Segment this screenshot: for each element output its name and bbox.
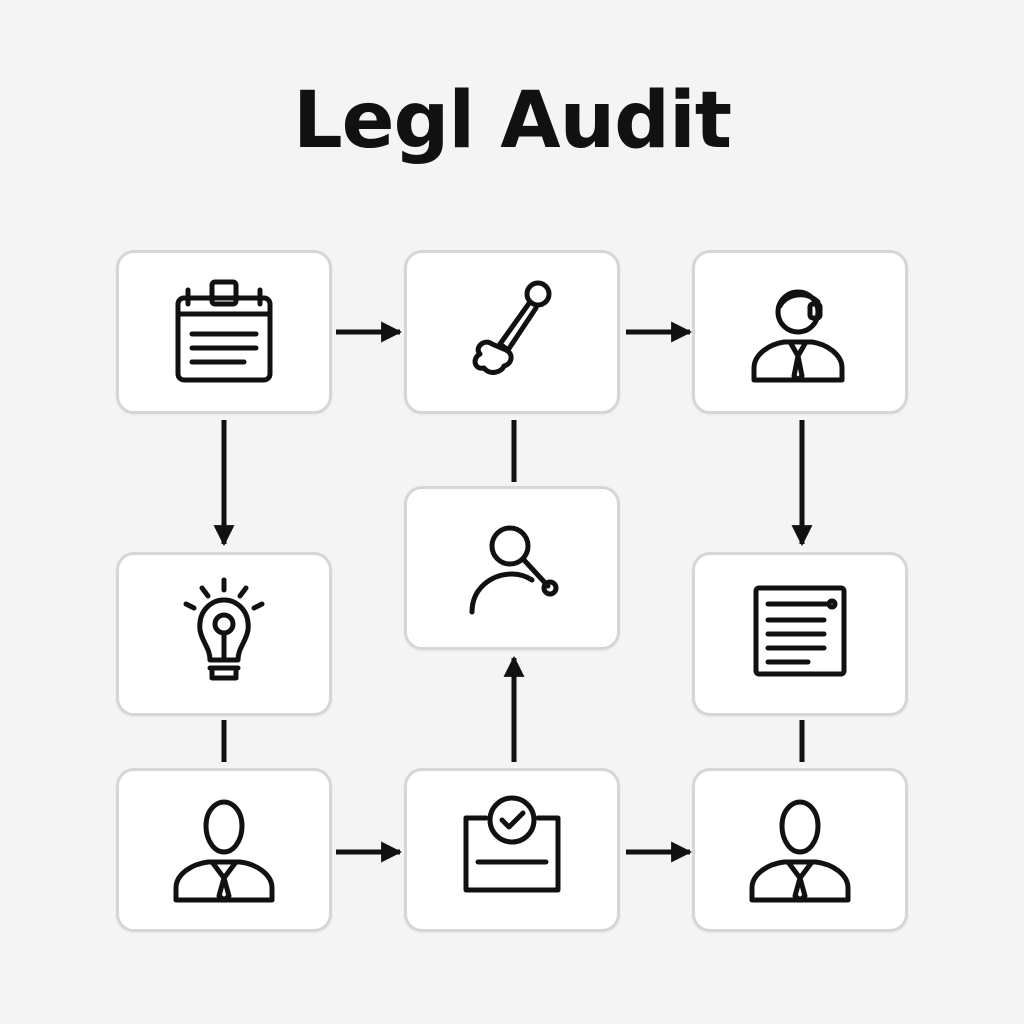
node-tool[interactable] xyxy=(404,250,620,414)
node-lightbulb[interactable] xyxy=(116,552,332,716)
person-tie-icon xyxy=(749,799,851,903)
node-document[interactable] xyxy=(692,552,908,716)
node-person-search[interactable] xyxy=(404,486,620,650)
node-approval[interactable] xyxy=(404,768,620,932)
node-person-headset[interactable] xyxy=(692,250,908,414)
node-clipboard[interactable] xyxy=(116,250,332,414)
wrench-icon xyxy=(472,280,552,375)
clipboard-icon xyxy=(175,279,273,383)
document-icon xyxy=(753,585,847,677)
lightbulb-icon xyxy=(183,577,265,681)
person-headset-icon xyxy=(751,289,845,383)
diagram-title: Legl Audit xyxy=(292,76,732,166)
approval-check-icon xyxy=(463,795,561,893)
node-person-left[interactable] xyxy=(116,768,332,932)
person-tie-icon xyxy=(173,799,275,903)
node-person-right[interactable] xyxy=(692,768,908,932)
person-search-icon xyxy=(469,525,559,615)
